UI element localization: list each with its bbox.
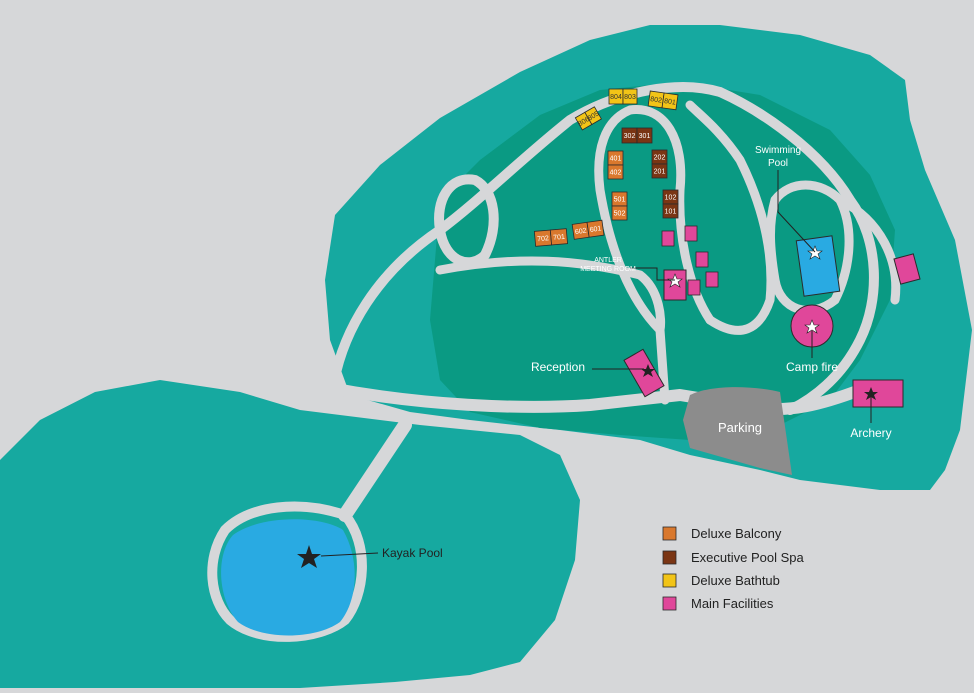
star-icon — [807, 245, 823, 260]
legend-label-deluxe-balcony: Deluxe Balcony — [691, 526, 782, 541]
star-icon — [804, 319, 820, 334]
antler-meeting-room — [663, 269, 687, 301]
star-icon — [641, 364, 655, 377]
kayak-leader-line — [320, 552, 379, 557]
facility-block — [684, 225, 698, 242]
unit-201-label: 201 — [654, 169, 666, 176]
facility-block — [695, 251, 709, 268]
unit-802-label: 802 — [650, 96, 663, 105]
unit-601 — [586, 219, 605, 238]
reception-label: Reception — [531, 360, 585, 374]
unit-806-label: 806 — [577, 116, 591, 128]
kayak-pool-label: Kayak Pool — [382, 546, 443, 560]
legend-swatch-deluxe-balcony — [662, 526, 677, 541]
swimming-pool-leader — [777, 170, 816, 253]
unit-501-label: 501 — [614, 197, 626, 204]
kayak-pool-water — [221, 519, 355, 636]
unit-401-label: 401 — [610, 156, 622, 163]
unit-301 — [636, 127, 653, 144]
star-icon — [864, 387, 878, 400]
unit-804-label: 804 — [610, 94, 622, 101]
unit-803 — [622, 88, 638, 105]
camp-fire-label: Camp fire — [786, 360, 838, 374]
unit-702-label: 702 — [537, 235, 549, 243]
unit-502-label: 502 — [614, 211, 626, 218]
antler-label-line1: ANTLER — [594, 257, 622, 264]
swimming-pool — [795, 235, 841, 297]
unit-301-label: 301 — [639, 133, 651, 140]
unit-803-label: 803 — [624, 94, 636, 101]
unit-402 — [607, 164, 624, 180]
resort-inner-land — [430, 82, 895, 440]
star-icon — [297, 545, 321, 568]
facility-block — [893, 253, 921, 285]
unit-805-label: 805 — [587, 110, 601, 122]
unit-601-label: 601 — [589, 225, 602, 234]
facility-block — [661, 230, 675, 247]
archery-label: Archery — [850, 426, 891, 440]
legend-label-executive-pool-spa: Executive Pool Spa — [691, 550, 805, 565]
legend-swatch-deluxe-bathtub — [662, 573, 677, 588]
antler-label-line2: MEETING ROOM — [580, 266, 636, 273]
antler-leader — [630, 267, 675, 281]
unit-701-label: 701 — [553, 234, 565, 242]
parking-label: Parking — [718, 420, 762, 435]
legend: Deluxe Balcony Executive Pool Spa Deluxe… — [662, 526, 805, 611]
unit-202-label: 202 — [654, 155, 666, 162]
unit-101 — [662, 203, 679, 219]
unit-502 — [611, 205, 628, 221]
unit-302-label: 302 — [624, 133, 636, 140]
parking-area — [683, 387, 792, 475]
swimming-pool-label-line2: Pool — [768, 158, 788, 169]
swimming-pool-label-line1: Swimming — [755, 145, 801, 156]
legend-label-deluxe-bathtub: Deluxe Bathtub — [691, 573, 780, 588]
facility-block — [705, 271, 719, 288]
unit-801-label: 801 — [664, 98, 677, 107]
executive-pool-spa-units: 302 301 202 201 102 101 — [621, 127, 679, 219]
legend-swatch-executive-pool-spa — [662, 550, 677, 565]
deluxe-bathtub-units: 806 805 804 803 802 801 — [574, 88, 679, 131]
unit-701 — [549, 228, 568, 246]
paths — [207, 82, 901, 642]
unit-402-label: 402 — [610, 170, 622, 177]
unit-805 — [584, 106, 602, 125]
unit-201 — [651, 163, 668, 179]
unit-801 — [661, 92, 679, 111]
unit-602-label: 602 — [575, 228, 588, 237]
facility-block — [687, 279, 701, 296]
unit-102-label: 102 — [665, 195, 677, 202]
deluxe-balcony-units: 401 402 501 502 602 601 702 701 — [533, 150, 628, 247]
unit-101-label: 101 — [665, 209, 677, 216]
legend-label-main-facilities: Main Facilities — [691, 596, 774, 611]
archery-range — [852, 379, 904, 408]
reception-building — [623, 348, 665, 398]
legend-swatch-main-facilities — [662, 596, 677, 611]
